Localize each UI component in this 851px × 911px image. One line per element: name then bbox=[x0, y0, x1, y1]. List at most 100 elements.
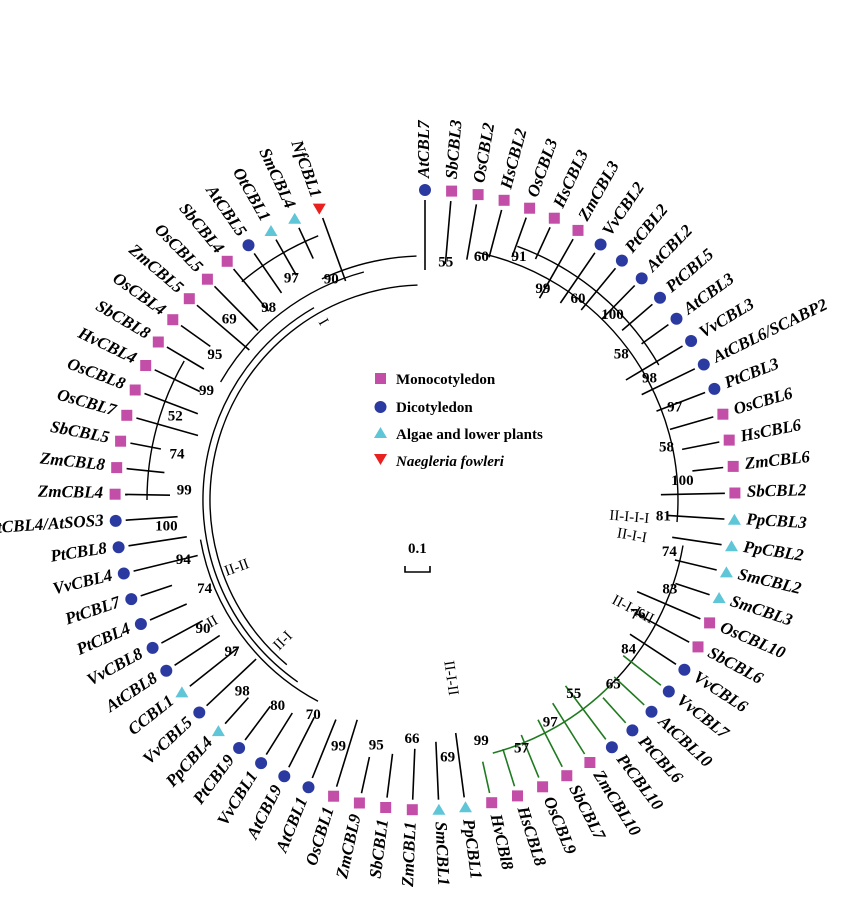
dicot-marker bbox=[109, 514, 122, 527]
legend-label-algae: Algae and lower plants bbox=[396, 427, 543, 443]
bootstrap-value: 91 bbox=[512, 249, 527, 265]
leaf-branch bbox=[692, 466, 724, 472]
bootstrap-value: 65 bbox=[606, 677, 621, 693]
leaf-label: ZmCBL1 bbox=[398, 821, 420, 888]
clade-label: II-I-I bbox=[616, 525, 648, 546]
dicot-marker bbox=[605, 741, 618, 754]
bootstrap-value: 81 bbox=[656, 508, 671, 524]
bootstrap-value: 60 bbox=[474, 249, 489, 265]
bootstrap-value: 57 bbox=[514, 740, 530, 756]
bootstrap-value: 74 bbox=[197, 581, 213, 597]
dicot-marker bbox=[278, 770, 291, 783]
bootstrap-value: 99 bbox=[199, 383, 214, 399]
algae-marker bbox=[175, 686, 189, 698]
bootstrap-value: 84 bbox=[621, 642, 637, 658]
monocot-marker bbox=[572, 224, 584, 236]
bootstrap-value: 94 bbox=[176, 552, 192, 568]
leaf-branch bbox=[481, 761, 491, 794]
leaf-branch bbox=[206, 658, 257, 707]
leaf-branch bbox=[144, 392, 199, 415]
tree-arc bbox=[241, 235, 319, 283]
legend-marker-monocot bbox=[375, 373, 386, 384]
algae-marker bbox=[432, 803, 446, 815]
leaf-branch bbox=[672, 536, 722, 546]
tree-arc bbox=[609, 545, 684, 686]
dicot-marker bbox=[662, 685, 675, 698]
leaf-label: PpCBL1 bbox=[459, 817, 486, 880]
tree-arc bbox=[219, 271, 365, 383]
dicot-marker bbox=[670, 312, 683, 325]
leaf-branch bbox=[552, 702, 586, 755]
monocot-marker bbox=[115, 435, 127, 447]
leaf-branch bbox=[674, 559, 717, 571]
leaf-branch bbox=[130, 442, 162, 450]
clade-label: I bbox=[315, 316, 331, 328]
tree-arc bbox=[199, 539, 319, 702]
monocot-marker bbox=[723, 434, 735, 446]
leaf-branch bbox=[534, 226, 551, 260]
leaf-branch bbox=[656, 391, 706, 412]
monocot-marker bbox=[537, 781, 549, 793]
dicot-marker bbox=[112, 541, 125, 554]
legend-marker-naegleria bbox=[374, 454, 387, 465]
leaf-label: ZmCBL6 bbox=[743, 447, 811, 473]
bootstrap-value: 58 bbox=[659, 439, 674, 455]
bootstrap-value: 99 bbox=[177, 482, 192, 498]
leaf-branch bbox=[675, 582, 710, 596]
leaf-label: PtCBL8 bbox=[48, 538, 108, 566]
monocot-marker bbox=[152, 336, 164, 348]
bootstrap-value: 95 bbox=[207, 347, 222, 363]
legend-label-naegleria: Naegleria fowleri bbox=[395, 454, 505, 470]
leaf-branch bbox=[128, 536, 187, 547]
dicot-marker bbox=[193, 706, 206, 719]
leaf-branch bbox=[625, 345, 683, 381]
clade-label: II-I-I-I bbox=[609, 508, 650, 527]
algae-marker bbox=[719, 566, 733, 578]
leaf-branch bbox=[444, 201, 452, 264]
monocot-marker bbox=[704, 617, 716, 629]
algae-marker bbox=[211, 725, 225, 737]
leaf-branch bbox=[580, 267, 617, 311]
monocot-marker bbox=[328, 790, 340, 802]
monocot-marker bbox=[472, 189, 484, 201]
dicot-marker bbox=[685, 335, 698, 347]
monocot-marker bbox=[111, 462, 123, 474]
leaf-label: VvCBL4 bbox=[51, 566, 114, 599]
monocot-marker bbox=[548, 212, 560, 224]
leaf-branch bbox=[537, 719, 563, 768]
algae-marker bbox=[727, 513, 741, 525]
leaf-label: AtCBL4/AtSOS3 bbox=[0, 511, 105, 538]
leaf-branch bbox=[520, 734, 540, 778]
leaf-branch bbox=[335, 719, 358, 787]
bootstrap-value: 99 bbox=[474, 733, 489, 749]
monocot-marker bbox=[406, 804, 418, 816]
leaf-label: SmCBL2 bbox=[736, 564, 803, 598]
algae-marker bbox=[288, 212, 302, 224]
tree-arc bbox=[146, 360, 185, 501]
leaf-label: PpCBL2 bbox=[741, 537, 805, 565]
monocot-marker bbox=[121, 409, 133, 421]
leaf-branch bbox=[667, 514, 725, 520]
monocot-marker bbox=[183, 293, 195, 305]
naegleria-marker bbox=[312, 203, 326, 215]
leaf-branch bbox=[189, 647, 239, 687]
bootstrap-value: 80 bbox=[270, 698, 285, 714]
bootstrap-value: 98 bbox=[642, 370, 657, 386]
leaf-branch bbox=[602, 697, 627, 724]
clade-label: II-II bbox=[222, 556, 251, 580]
monocot-marker bbox=[512, 790, 523, 802]
monocot-marker bbox=[498, 194, 510, 206]
bootstrap-value: 97 bbox=[284, 271, 300, 287]
tree-arc bbox=[209, 284, 418, 666]
leaf-label: SbCBL2 bbox=[747, 480, 807, 500]
leaf-label: PpCBL3 bbox=[745, 509, 808, 532]
tree-arc bbox=[477, 251, 679, 523]
algae-marker bbox=[725, 540, 738, 552]
monocot-marker bbox=[140, 360, 152, 371]
leaf-label: HvCBl8 bbox=[486, 811, 517, 872]
leaf-branch bbox=[681, 441, 720, 451]
algae-marker bbox=[459, 801, 472, 813]
leaf-branch bbox=[386, 753, 394, 798]
bootstrap-value: 74 bbox=[170, 447, 186, 463]
